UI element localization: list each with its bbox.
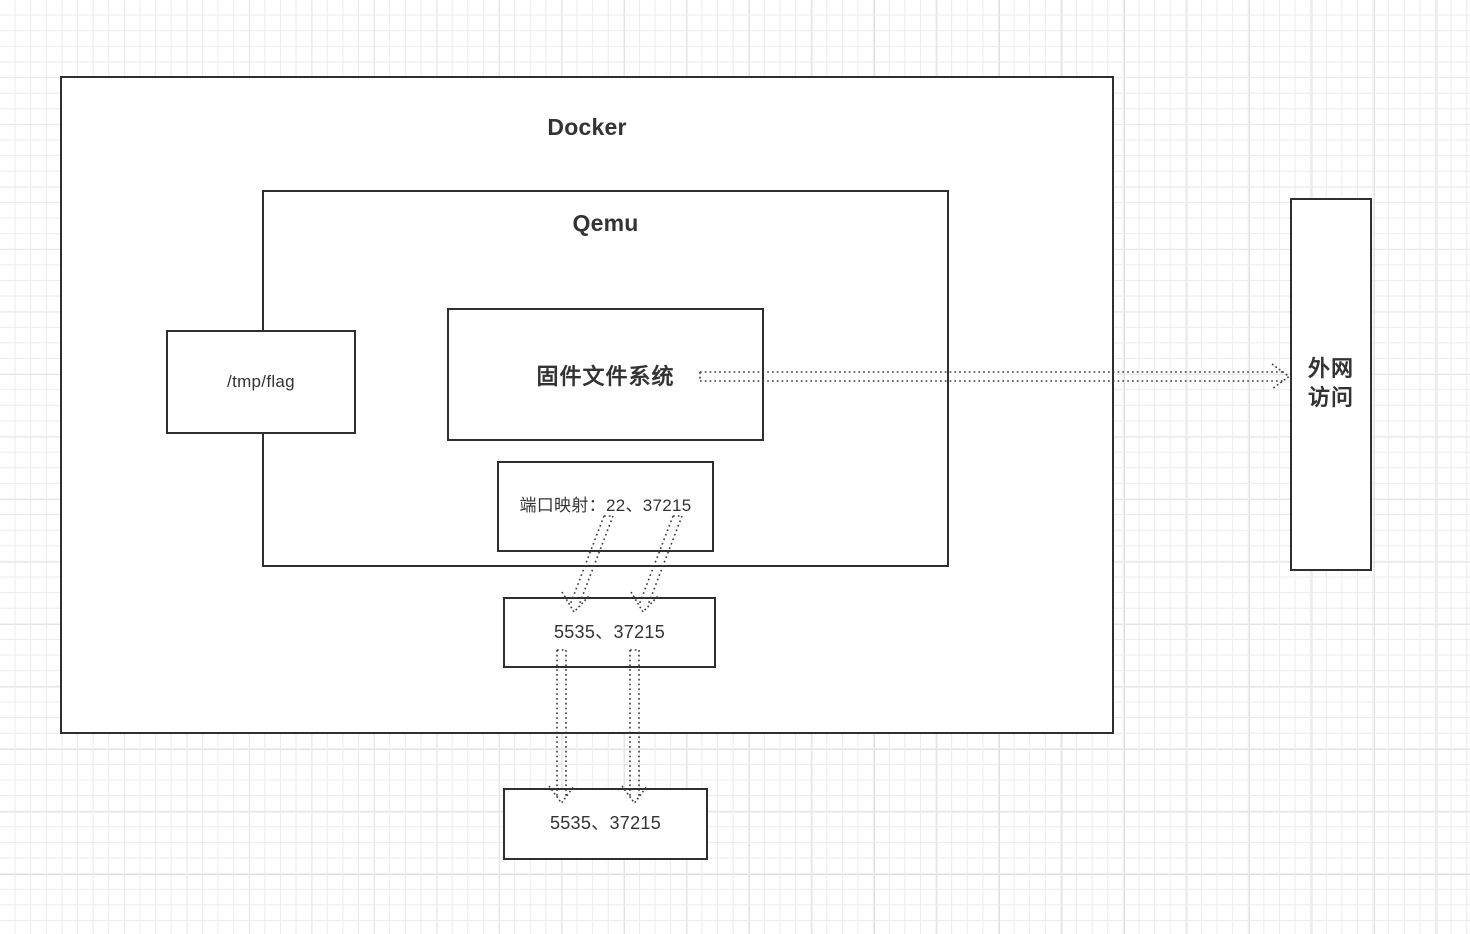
node-firmware-filesystem-label: 固件文件系统 — [536, 364, 675, 389]
node-tmp-flag-label: /tmp/flag — [227, 372, 295, 391]
node-external-access[interactable] — [1290, 198, 1372, 571]
node-qemu-label: Qemu — [572, 210, 639, 236]
node-tmp-flag[interactable] — [166, 330, 356, 434]
node-outside-ports-label: 5535、37215 — [549, 813, 662, 833]
node-external-access-label: 外网 访问 — [1307, 356, 1354, 411]
node-docker-label: Docker — [547, 114, 627, 140]
node-port-mapping-label: 端口映射：22、37215 — [519, 496, 692, 515]
node-outside-ports[interactable] — [503, 788, 708, 860]
node-host-ports-label: 5535、37215 — [553, 622, 666, 642]
node-firmware-filesystem[interactable] — [447, 308, 764, 441]
